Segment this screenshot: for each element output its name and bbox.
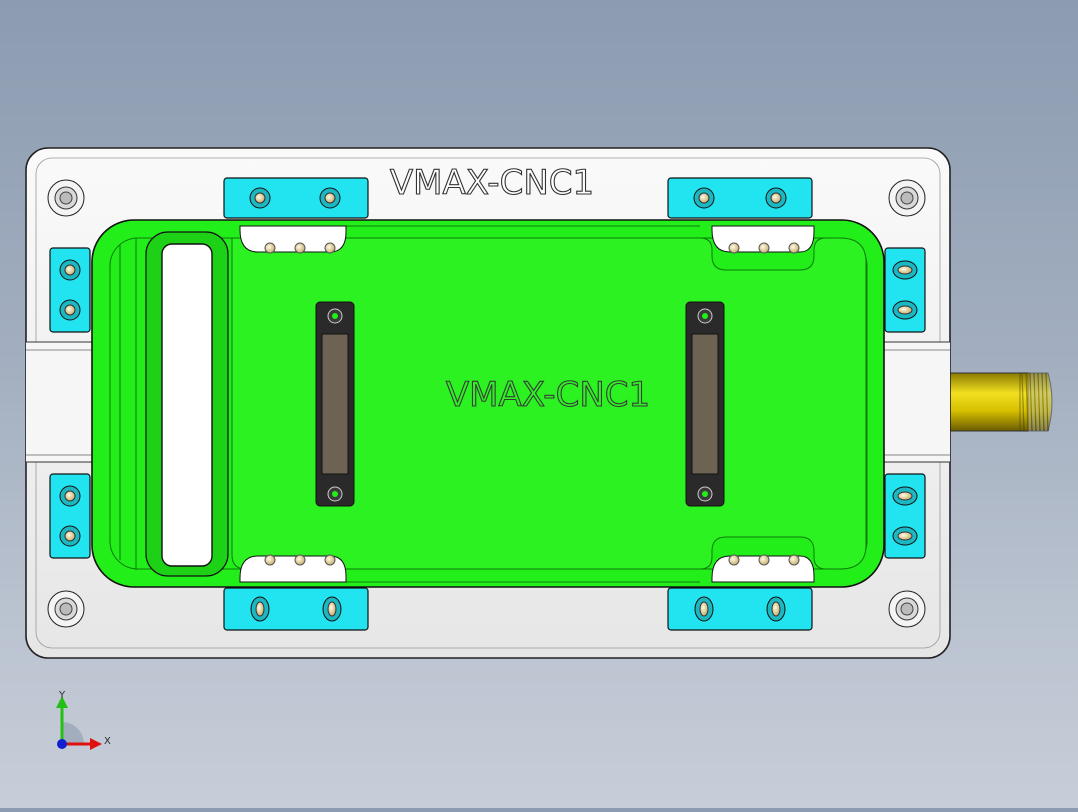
corner-screw-bottom-right [888, 590, 926, 628]
clamp-top-left[interactable] [223, 177, 369, 219]
axis-triad: Y X [56, 690, 111, 750]
corner-screw-bottom-left [47, 590, 85, 628]
clamp-right-bottom[interactable] [884, 473, 926, 559]
corner-screw-top-left [47, 179, 85, 217]
z-axis-dot-icon [57, 739, 67, 749]
corner-screw-top-right [888, 179, 926, 217]
clamp-left-bottom[interactable] [49, 473, 91, 559]
top-left-notch [239, 225, 347, 254]
slot-right[interactable] [685, 301, 725, 507]
x-axis-label: X [104, 736, 111, 747]
top-right-notch [711, 225, 815, 254]
threaded-pin[interactable] [947, 372, 1053, 432]
top-engraved-label: VMAX-CNC1 [390, 163, 594, 203]
y-axis-arrow-icon [56, 696, 68, 744]
y-axis-label: Y [58, 690, 66, 701]
clamp-left-top[interactable] [49, 247, 91, 333]
clamp-bottom-left[interactable] [223, 587, 369, 631]
center-engraved-label: VMAX-CNC1 [446, 375, 650, 415]
clamp-bottom-right[interactable] [667, 587, 813, 631]
slot-left[interactable] [315, 301, 355, 507]
bottom-right-notch [711, 554, 815, 583]
clamp-right-top[interactable] [884, 247, 926, 333]
clamp-top-right[interactable] [667, 177, 813, 219]
bottom-left-notch [239, 554, 347, 583]
